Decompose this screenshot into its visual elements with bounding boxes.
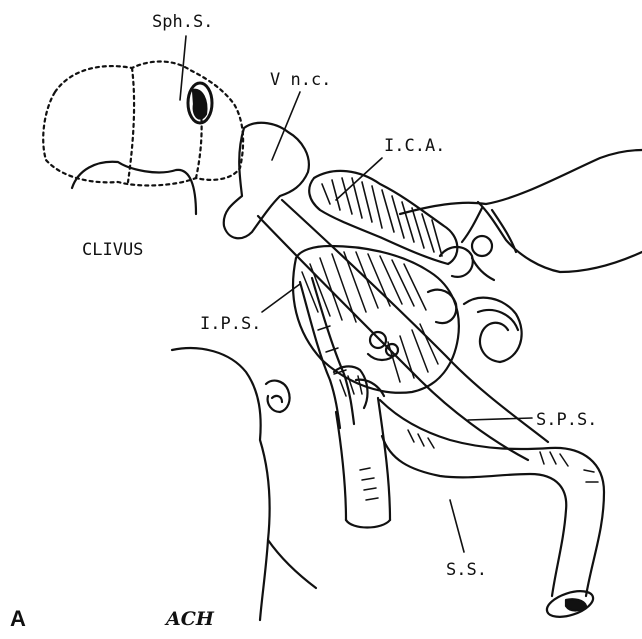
label-inferior-petrosal-sinus: I.P.S. <box>200 316 261 333</box>
label-internal-carotid-artery: I.C.A. <box>384 138 445 155</box>
central-knot <box>368 332 398 360</box>
leader-ss <box>450 500 464 552</box>
artist-signature: ACH <box>166 610 214 629</box>
label-sigmoid-sinus: S.S. <box>446 562 487 579</box>
label-sphenoid-sinus: Sph.S. <box>152 14 213 31</box>
leader-sps <box>468 418 532 420</box>
cavernous-mass <box>293 246 459 393</box>
inferior-petrosal-sinus <box>300 278 354 428</box>
jugular-foramen-stubs <box>334 366 384 408</box>
upper-right-contours <box>400 150 642 272</box>
internal-carotid-artery <box>309 171 457 264</box>
label-clivus: CLIVUS <box>82 242 143 259</box>
cerebellum-outline <box>172 348 316 620</box>
sphenoid-sinus-outline <box>43 62 243 186</box>
leader-lines <box>180 36 532 552</box>
label-v-nerve-canal: V n.c. <box>270 72 331 89</box>
v-nerve-canal <box>224 123 309 238</box>
label-superior-petrosal-sinus: S.P.S. <box>536 412 597 429</box>
sigmoid-sinus <box>380 400 604 622</box>
internal-jugular-vein <box>336 398 390 528</box>
clivus-outline <box>72 162 196 214</box>
bulb <box>472 236 494 280</box>
panel-letter: A <box>10 608 26 630</box>
small-ossicle <box>266 381 290 412</box>
sinus-ostium <box>188 83 212 123</box>
